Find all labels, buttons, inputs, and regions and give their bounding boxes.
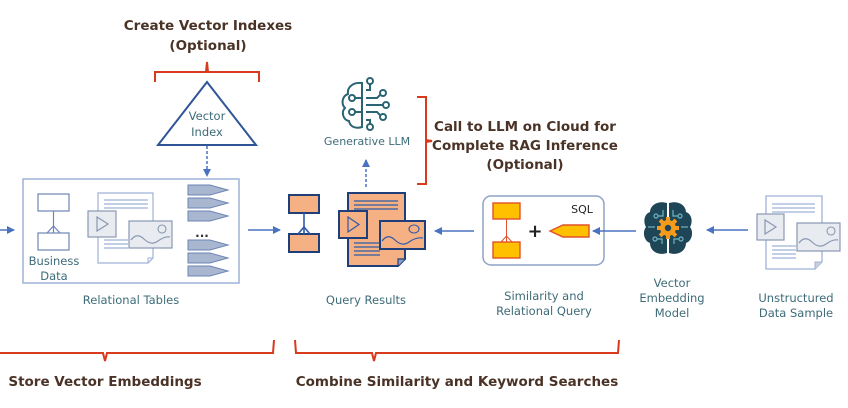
query-document-icon: [338, 192, 426, 267]
vector-embedding-arrow-icon: [187, 184, 230, 196]
call-to-llm-line1: Call to LLM on Cloud for: [434, 119, 616, 135]
vector-embedding-arrow-icon: [187, 210, 230, 222]
store-embeddings-bracket: [0, 339, 275, 362]
unstructured-data-node: Unstructured Data Sample: [756, 195, 841, 320]
similarity-query-label-line2: Relational Query: [496, 304, 592, 318]
unstructured-data-label-line1: Unstructured: [758, 291, 833, 305]
vector-index-label-line1: Vector: [189, 109, 226, 123]
vector-embedding-model-node: Vector Embedding Model: [639, 202, 705, 320]
generative-llm-node: Generative LLM: [324, 77, 410, 148]
store-vector-embeddings-heading: Store Vector Embeddings: [8, 374, 201, 390]
brain-gear-icon: [643, 202, 693, 254]
vector-embedding-arrow-icon: [187, 239, 230, 251]
create-vector-indexes-line2: (Optional): [169, 38, 246, 54]
sql-vector-icon: [548, 224, 590, 238]
query-er-icon: [288, 194, 320, 253]
vector-embedding-arrow-icon: [187, 252, 230, 264]
unstructured-document-icon: [756, 195, 841, 270]
top-bracket: [154, 61, 260, 82]
call-to-llm-line3: (Optional): [486, 157, 563, 173]
gear-icon: [657, 217, 679, 239]
embedding-model-label-line2: Embedding: [639, 291, 704, 305]
vector-embedding-arrow-icon: [187, 197, 230, 209]
business-data-label-line1: Business: [29, 254, 80, 268]
llm-bracket: [417, 96, 433, 185]
vector-index-label-line2: Index: [191, 125, 223, 139]
relational-tables-node: Business Data ...: [22, 178, 240, 284]
create-vector-indexes-heading: Create Vector Indexes (Optional): [124, 18, 292, 54]
document-media-icon: [87, 192, 173, 264]
embedding-model-label-line1: Vector: [654, 276, 691, 290]
combine-searches-bracket: [294, 339, 620, 362]
similarity-query-node: SQL +: [482, 195, 605, 266]
query-results-label: Query Results: [326, 293, 406, 307]
ellipsis-text: ...: [195, 226, 209, 240]
generative-llm-label: Generative LLM: [324, 135, 410, 148]
vector-index-node: Vector Index: [155, 80, 259, 146]
business-data-er-icon: [37, 193, 70, 251]
sql-tag: SQL: [571, 203, 594, 216]
call-to-llm-line2: Complete RAG Inference: [432, 138, 618, 154]
vector-embedding-arrow-icon: [187, 265, 230, 277]
embedding-model-label-line3: Model: [655, 306, 690, 320]
vector-index-triangle-icon: [155, 80, 259, 146]
create-vector-indexes-line1: Create Vector Indexes: [124, 18, 292, 34]
call-to-llm-heading: Call to LLM on Cloud for Complete RAG In…: [432, 119, 618, 173]
combine-searches-heading: Combine Similarity and Keyword Searches: [296, 374, 619, 390]
query-results-node: [288, 192, 426, 267]
plus-sign: +: [527, 221, 542, 242]
business-data-label-line2: Data: [40, 269, 67, 283]
relational-tables-label: Relational Tables: [83, 293, 179, 307]
ai-brain-icon: [341, 77, 390, 131]
similarity-query-label-line1: Similarity and: [504, 289, 584, 303]
unstructured-data-label-line2: Data Sample: [759, 306, 833, 320]
vector-embeddings-stack-icon: [187, 184, 230, 277]
sql-er-icon: [492, 202, 521, 259]
